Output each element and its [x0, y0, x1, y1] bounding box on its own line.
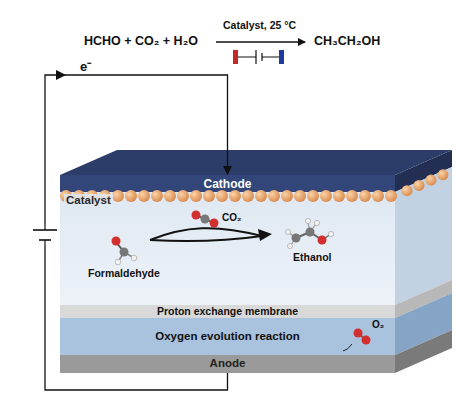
- text-label: e⁻: [80, 60, 91, 73]
- reaction-arrowhead: [258, 229, 272, 241]
- cathode-top-face: [60, 150, 452, 175]
- text-label: Ethanol: [293, 252, 332, 263]
- formaldehyde-molecule: [112, 237, 137, 265]
- text-label: CO₂: [222, 213, 241, 223]
- layer-band: Anode: [60, 355, 395, 373]
- circuit-wire: [45, 75, 228, 390]
- layer-label: Cathode: [204, 178, 252, 190]
- cell-side-faces: [395, 150, 452, 373]
- electron-flow-arrow: [56, 70, 66, 80]
- text-label: Catalyst: [64, 194, 113, 208]
- reaction-arrow: [216, 41, 305, 42]
- text-label: CH₃CH₂OH: [314, 35, 380, 48]
- text-label: O₂: [372, 320, 384, 330]
- text-label: HCHO + CO₂ + H₂O: [84, 35, 198, 48]
- o2-molecule: [343, 329, 371, 352]
- power-symbol: [233, 50, 284, 64]
- ethanol-molecule: [285, 218, 333, 248]
- layer-band: Cathode: [60, 175, 395, 192]
- text-label: Formaldehyde: [88, 268, 160, 279]
- catalyst-particles: [60, 169, 449, 202]
- layer-label: Proton exchange membrane: [157, 306, 298, 317]
- layer-label: Oxygen evolution reaction: [155, 331, 299, 343]
- layer-band: Oxygen evolution reaction: [60, 318, 395, 355]
- layer-band: Proton exchange membrane: [60, 305, 395, 318]
- co2-molecule: [192, 211, 219, 228]
- layer-label: Anode: [210, 358, 246, 370]
- cell-front-faces: [60, 175, 395, 373]
- text-label: Catalyst, 25 °C: [223, 20, 296, 31]
